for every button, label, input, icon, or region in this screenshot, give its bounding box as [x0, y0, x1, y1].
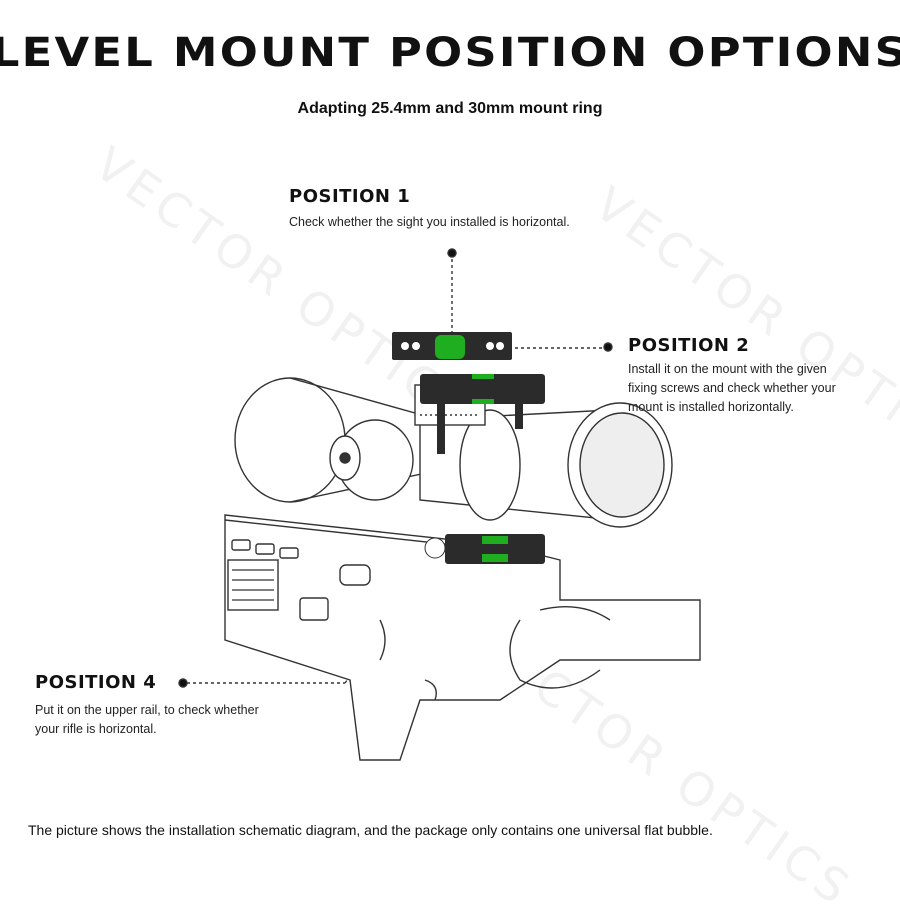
position-2-callout: POSITION 2 Install it on the mount with … — [628, 335, 836, 417]
position-2-heading: POSITION 2 — [628, 335, 750, 356]
position-1-heading: POSITION 1 — [289, 186, 411, 207]
bubble-level-position-1 — [392, 332, 512, 360]
rifle-scope-illustration — [178, 248, 701, 761]
position-4-text-line: your rifle is horizontal. — [35, 722, 157, 736]
position-2-text-line: fixing screws and check whether your — [628, 381, 836, 395]
subtitle: Adapting 25.4mm and 30mm mount ring — [297, 100, 603, 117]
bubble-level-position-4 — [424, 534, 545, 564]
position-2-text-line: mount is installed horizontally. — [628, 400, 794, 414]
position-1-text: Check whether the sight you installed is… — [289, 215, 570, 229]
position-2-text-line: Install it on the mount with the given — [628, 362, 827, 376]
position-4-text-line: Put it on the upper rail, to check wheth… — [35, 703, 259, 717]
position-1-callout: POSITION 1 Check whether the sight you i… — [289, 186, 570, 232]
position-4-heading: POSITION 4 — [35, 672, 157, 693]
footer-note: The picture shows the installation schem… — [28, 822, 713, 838]
position-1-dot — [447, 248, 457, 258]
page-title: LEVEL MOUNT POSITION OPTIONS — [0, 30, 900, 76]
position-2-dot — [603, 342, 613, 352]
position-4-dot — [178, 678, 188, 688]
bubble-level-position-2 — [420, 374, 545, 454]
position-4-callout: POSITION 4 Put it on the upper rail, to … — [35, 672, 259, 739]
